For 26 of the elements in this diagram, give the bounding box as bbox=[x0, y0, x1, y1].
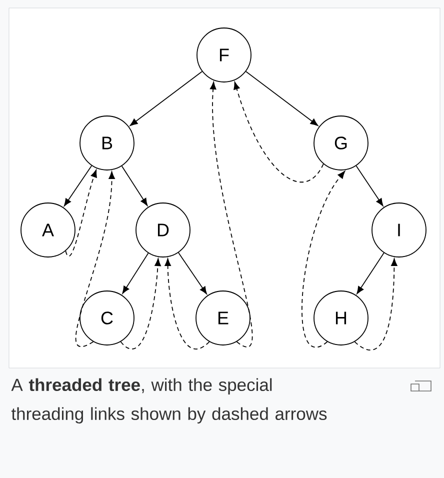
tree-node: D bbox=[136, 202, 190, 258]
tree-node: H bbox=[314, 290, 368, 346]
arrow bbox=[356, 165, 384, 206]
tree-node: F bbox=[196, 28, 252, 82]
thread-arrow bbox=[354, 258, 398, 350]
arrow bbox=[246, 71, 318, 126]
arrow bbox=[356, 252, 384, 294]
arrow bbox=[64, 165, 92, 206]
tree-node: E bbox=[196, 290, 250, 346]
tree-node: I bbox=[372, 202, 426, 258]
thread-arrow bbox=[234, 82, 324, 182]
thread-arrow bbox=[65, 170, 97, 257]
thread-arrow bbox=[210, 82, 253, 348]
caption: A threaded tree, with the special threading links shown by dashed arrows bbox=[11, 378, 327, 424]
arrow bbox=[122, 252, 149, 294]
tree-node: A bbox=[20, 202, 76, 258]
thread-arrow bbox=[302, 170, 346, 348]
thread-arrow bbox=[75, 171, 115, 347]
arrow bbox=[121, 166, 148, 206]
tree-node: C bbox=[80, 290, 134, 346]
arrow bbox=[130, 71, 203, 126]
tree-node: G bbox=[314, 116, 368, 170]
thread-arrow bbox=[164, 258, 210, 350]
arrow bbox=[178, 252, 207, 294]
thread-arrow bbox=[120, 258, 161, 350]
tree-node: B bbox=[80, 116, 134, 170]
